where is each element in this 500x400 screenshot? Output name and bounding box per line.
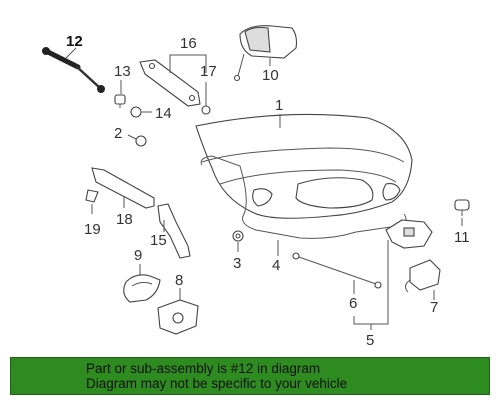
callout-2[interactable]: 2: [114, 125, 122, 142]
callout-5[interactable]: 5: [366, 332, 374, 349]
latch-assembly[interactable]: [385, 219, 433, 249]
leader-12: [65, 47, 77, 59]
callout-6[interactable]: 6: [349, 295, 357, 312]
callout-10[interactable]: 10: [262, 67, 279, 84]
callout-16[interactable]: 16: [180, 35, 197, 52]
info-banner: Part or sub-assembly is #12 in diagram D…: [10, 357, 490, 395]
part-12-strut[interactable]: [42, 47, 105, 93]
leader-2: [127, 134, 137, 140]
leader-16-bracket: [169, 54, 207, 73]
part-15-trim[interactable]: [157, 203, 191, 259]
callout-11[interactable]: 11: [454, 229, 470, 246]
callout-14[interactable]: 14: [155, 105, 172, 122]
callout-12[interactable]: 12: [66, 33, 83, 50]
part-2-cushion[interactable]: [135, 135, 147, 147]
callout-19[interactable]: 19: [84, 221, 101, 238]
part-6-cable[interactable]: [292, 252, 382, 289]
part-17-nut[interactable]: [201, 105, 211, 115]
part-8-lock-housing[interactable]: [157, 299, 199, 335]
callout-15[interactable]: 15: [150, 232, 167, 249]
callout-17[interactable]: 17: [200, 63, 217, 80]
part-16-hinge[interactable]: [139, 59, 201, 107]
part-1-trunk-lid[interactable]: [195, 113, 413, 219]
callout-9[interactable]: 9: [134, 247, 142, 264]
part-7-actuator[interactable]: [404, 259, 441, 293]
banner-text-part-info: Part or sub-assembly is #12 in diagram: [86, 361, 321, 376]
part-18-hinge-arm[interactable]: [91, 167, 155, 209]
part-13-clip[interactable]: [114, 94, 126, 108]
part-14-bumper[interactable]: [130, 106, 142, 118]
part-3-grommet[interactable]: [232, 230, 244, 242]
part-9-handle[interactable]: [123, 274, 161, 303]
callout-13[interactable]: 13: [114, 63, 131, 80]
callout-18[interactable]: 18: [116, 211, 133, 228]
part-10-lock-assembly[interactable]: [233, 25, 298, 82]
part-19-bracket[interactable]: [85, 189, 99, 203]
callout-8[interactable]: 8: [175, 272, 183, 289]
callout-1[interactable]: 1: [275, 97, 283, 114]
callout-7[interactable]: 7: [430, 299, 438, 316]
part-11-switch[interactable]: [454, 199, 470, 216]
callout-4[interactable]: 4: [272, 257, 280, 274]
banner-text-disclaimer: Diagram may not be specific to your vehi…: [86, 376, 348, 391]
callout-3[interactable]: 3: [233, 255, 241, 272]
